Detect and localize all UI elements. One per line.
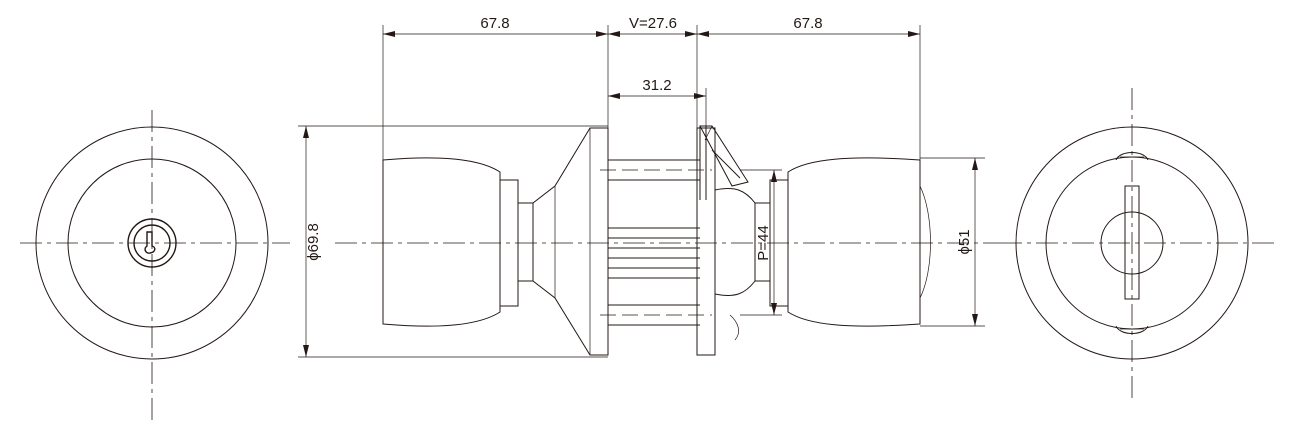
knob-diameter-label: ϕ51 bbox=[956, 229, 973, 254]
pitch-label: P=44 bbox=[755, 225, 772, 260]
latch-offset-label: 31.2 bbox=[642, 77, 671, 94]
side-view-assembly bbox=[298, 25, 1000, 358]
right-rose-cone bbox=[714, 188, 756, 296]
keyhole-icon bbox=[144, 231, 156, 254]
left-knob-body bbox=[382, 157, 501, 327]
latch-detail bbox=[699, 125, 749, 341]
right-knob-body bbox=[787, 157, 921, 327]
door-section bbox=[600, 159, 712, 326]
dimension-door-thickness: V=27.6 bbox=[608, 15, 697, 37]
left-rose-cone bbox=[532, 127, 609, 356]
dimension-pitch: P=44 bbox=[755, 170, 777, 315]
front-view-key-side bbox=[20, 110, 290, 425]
door-thickness-label: V=27.6 bbox=[629, 15, 677, 32]
left-knob-length-label: 67.8 bbox=[480, 15, 509, 32]
dimension-knob-diameter: ϕ51 bbox=[956, 158, 978, 326]
left-spindle-collar bbox=[517, 202, 534, 282]
rose-diameter-label: ϕ69.8 bbox=[305, 223, 322, 261]
dimension-left-knob-length: 67.8 bbox=[383, 15, 608, 37]
dimension-right-knob-length: 67.8 bbox=[697, 15, 920, 37]
dimension-rose-diameter: ϕ69.8 bbox=[303, 126, 322, 357]
front-view-thumbturn-side bbox=[1000, 88, 1275, 400]
right-knob-length-label: 67.8 bbox=[793, 15, 822, 32]
right-rose bbox=[696, 127, 716, 356]
dimension-latch-offset: 31.2 bbox=[608, 77, 706, 99]
right-knob-end-cap bbox=[919, 185, 931, 299]
